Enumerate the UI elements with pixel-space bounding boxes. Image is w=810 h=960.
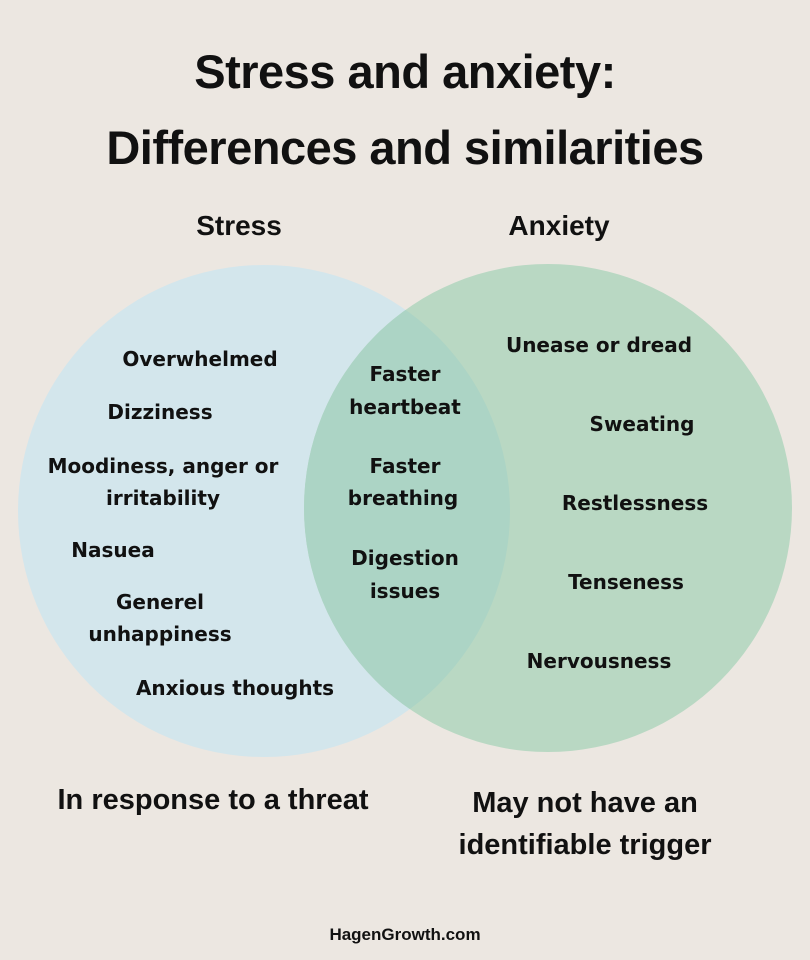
title-line-1: Stress and anxiety: (194, 45, 616, 98)
stress-set-label: Stress (196, 210, 282, 241)
anxiety-item-restlessness: Restlessness (561, 491, 709, 515)
stress-item-unhappiness-line2: unhappiness (88, 622, 232, 646)
anxiety-description-line1: May not have an (472, 787, 698, 819)
shared-item-breathing-line1: Faster (369, 454, 441, 478)
stress-item-nausea: Nasuea (71, 538, 155, 562)
shared-item-heartbeat-line2: heartbeat (349, 395, 461, 419)
shared-item-digestion-line2: issues (369, 579, 441, 603)
anxiety-item-tenseness: Tenseness (568, 570, 684, 594)
stress-item-moodiness-line2: irritability (106, 486, 220, 510)
shared-item-breathing-line2: breathing (347, 486, 459, 510)
stress-item-unhappiness-line1: Generel (115, 590, 205, 614)
stress-item-overwhelmed: Overwhelmed (122, 347, 278, 371)
stress-item-dizziness: Dizziness (107, 400, 213, 424)
shared-item-heartbeat-line1: Faster (369, 362, 441, 386)
title-line-2: Differences and similarities (106, 121, 704, 174)
stress-description: In response to a threat (57, 784, 369, 816)
anxiety-item-nervousness: Nervousness (526, 649, 672, 673)
stress-item-anxious-thoughts: Anxious thoughts (135, 676, 335, 700)
anxiety-item-unease: Unease or dread (505, 333, 693, 357)
anxiety-set-label: Anxiety (508, 210, 610, 241)
stress-item-moodiness-line1: Moodiness, anger or (47, 454, 279, 478)
anxiety-item-sweating: Sweating (589, 412, 695, 436)
overlap-region (304, 265, 510, 752)
shared-item-digestion-line1: Digestion (351, 546, 459, 570)
anxiety-description-line2: identifiable trigger (458, 829, 712, 861)
site-credit: HagenGrowth.com (329, 925, 481, 944)
